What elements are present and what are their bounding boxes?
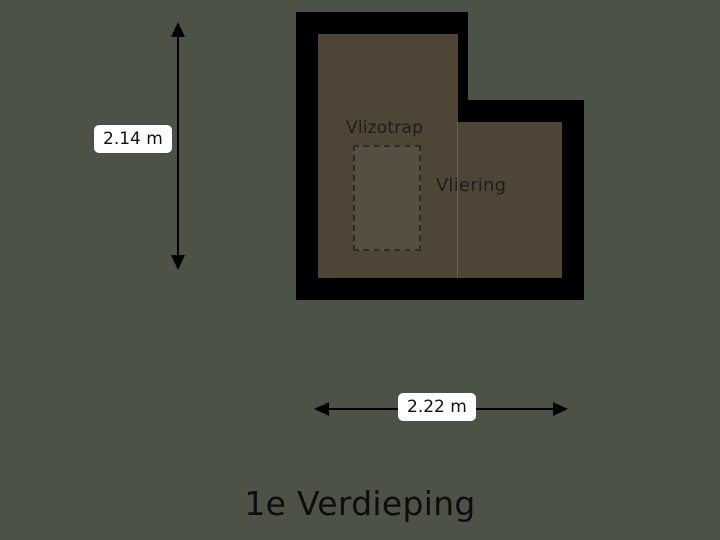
floorplan-title: 1e Verdieping (244, 484, 476, 523)
arrow-down-icon (171, 255, 185, 270)
floor-area-right (456, 122, 562, 278)
dimension-vertical-line (177, 26, 179, 266)
arrow-left-icon (314, 402, 329, 416)
arrow-right-icon (553, 402, 568, 416)
dimension-vertical-label: 2.14 m (94, 125, 172, 153)
arrow-up-icon (171, 22, 185, 37)
room-label-vlizotrap: Vlizotrap (346, 118, 424, 138)
exterior-walls (296, 12, 584, 300)
room-label-vliering: Vliering (436, 175, 507, 196)
dimension-vertical: 2.14 m (94, 22, 196, 270)
dimension-vertical-arrows (171, 22, 185, 270)
dimension-horizontal-arrows (314, 402, 568, 416)
floor-seam-line (457, 122, 458, 278)
floorplan-shape: Vlizotrap Vliering (296, 12, 584, 300)
vlizotrap-opening (353, 145, 421, 251)
dimension-horizontal-label: 2.22 m (398, 393, 476, 421)
dimension-horizontal: 2.22 m (314, 392, 568, 426)
